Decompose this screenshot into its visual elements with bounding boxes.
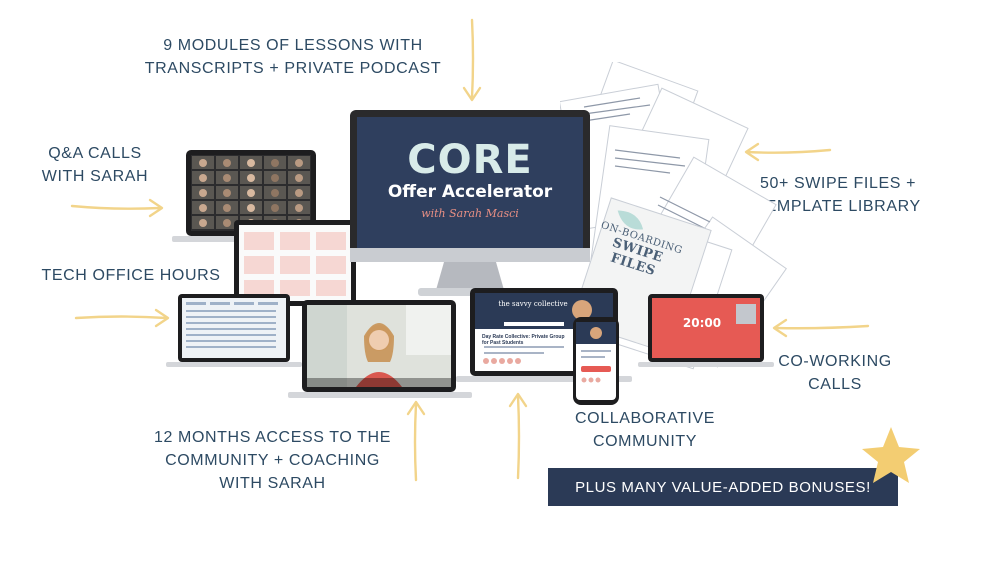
participant-face <box>247 174 255 182</box>
arrow-up-icon <box>508 392 528 480</box>
participant-face <box>247 204 255 212</box>
arrow-up-icon <box>406 400 426 482</box>
main-monitor <box>350 110 590 296</box>
community-access-label: 12 MONTHS ACCESS TO THE COMMUNITY + COAC… <box>154 429 391 492</box>
star-icon <box>862 427 920 483</box>
arrow-down-icon <box>462 18 482 102</box>
participant-face <box>295 189 303 197</box>
swipe-files-label: 50+ SWIPE FILES + TEMPLATE LIBRARY <box>755 175 921 215</box>
participant-face <box>295 174 303 182</box>
community-brand: the savvy collective <box>498 300 568 308</box>
participant-face <box>199 174 207 182</box>
participant-face <box>295 204 303 212</box>
arrow-left-icon <box>772 318 870 338</box>
arrow-right-icon <box>74 308 170 328</box>
monitor-screen-content: CORE Offer Accelerator with Sarah Masci <box>357 117 583 249</box>
coworking-label: CO-WORKING CALLS <box>778 353 892 393</box>
course-title: CORE <box>407 137 533 183</box>
template-library-laptop <box>234 220 356 306</box>
participant-face <box>223 219 231 227</box>
participant-face <box>271 204 279 212</box>
bonus-banner: PLUS MANY VALUE-ADDED BONUSES! <box>548 468 898 506</box>
participant-face <box>199 204 207 212</box>
participant-face <box>271 174 279 182</box>
coworking-laptop <box>638 294 774 367</box>
timer-display: 20:00 <box>682 316 722 330</box>
participant-face <box>247 159 255 167</box>
community-group-title: Day Rate Collective: Private Group for P… <box>482 334 565 346</box>
participant-face <box>247 189 255 197</box>
arrow-right-icon <box>70 198 164 218</box>
course-subtitle: Offer Accelerator <box>387 182 553 202</box>
qa-calls-label: Q&A CALLS WITH SARAH <box>41 145 149 185</box>
participant-face <box>223 204 231 212</box>
participant-face <box>223 159 231 167</box>
arrow-left-icon <box>744 142 832 162</box>
tech-office-hours-label: TECH OFFICE HOURS <box>41 267 221 284</box>
phone-mockup <box>573 317 619 405</box>
video-lesson-laptop <box>288 300 472 398</box>
participant-face <box>199 189 207 197</box>
participant-face <box>223 189 231 197</box>
participant-face <box>199 219 207 227</box>
participant-face <box>199 159 207 167</box>
tech-office-hours-laptop <box>166 294 302 367</box>
participant-face <box>223 174 231 182</box>
collaborative-label: COLLABORATIVE COMMUNITY <box>575 410 715 450</box>
modules-label: 9 MODULES OF LESSONS WITH TRANSCRIPTS + … <box>144 37 442 77</box>
participant-face <box>295 159 303 167</box>
participant-face <box>271 159 279 167</box>
participant-face <box>271 189 279 197</box>
course-signature: with Sarah Masci <box>421 207 519 220</box>
